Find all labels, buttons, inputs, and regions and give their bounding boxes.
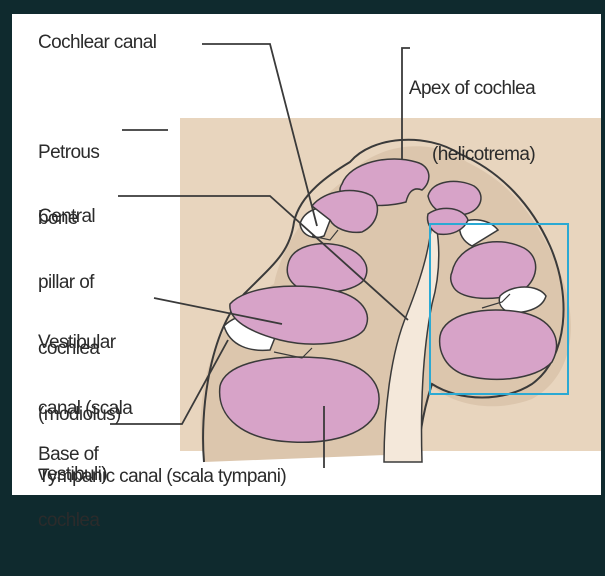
label-cochlear-canal: Cochlear canal [38,32,156,54]
label-base-of-cochlea: Base of cochlea [38,400,99,576]
label-base-line-2: cochlea [38,510,99,532]
basal-tympani-right [440,310,557,379]
middle-tympani-left [287,244,366,293]
basal-tympani-left [220,357,379,442]
label-apex-of-cochlea: Apex of cochlea (helicotrema) [408,34,535,210]
label-vestibular-line-1: Vestibular [38,332,132,354]
label-petrous-line-1: Petrous [38,142,99,164]
label-tympanic-canal: Tympanic canal (scala tympani) [38,466,286,488]
label-apex-line-1: Apex of cochlea [408,78,535,100]
label-base-line-1: Base of [38,444,99,466]
label-apex-line-2: (helicotrema) [408,144,535,166]
label-modiolus-line-1: Central [38,206,121,228]
figure-panel: Cochlear canal Apex of cochlea (helicotr… [12,14,601,495]
